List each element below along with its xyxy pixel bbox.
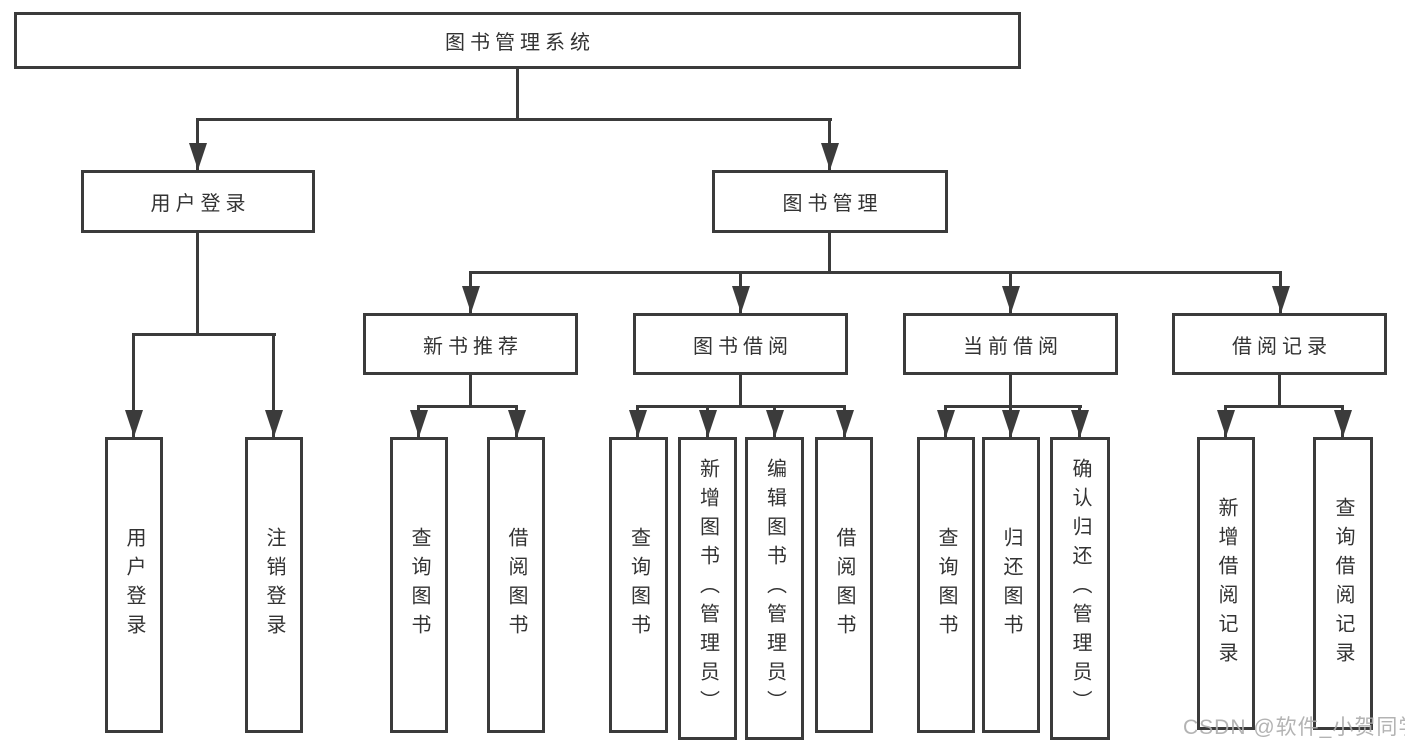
connector-line [196, 233, 199, 336]
watermark: CSDN @软件_小贺同学 [1183, 716, 1405, 739]
arrow-down-icon [1217, 410, 1235, 437]
arrow-down-icon [766, 410, 784, 437]
node-book-borrow: 图书借阅 [633, 313, 848, 375]
arrow-down-icon [836, 410, 854, 437]
leaf-borrow-books-1: 借阅图书 [487, 437, 545, 733]
node-book-management: 图书管理 [712, 170, 948, 233]
leaf-borrow-books-2: 借阅图书 [815, 437, 873, 733]
connector-line [132, 335, 135, 437]
arrow-down-icon [410, 410, 428, 437]
leaf-user-login: 用户登录 [105, 437, 163, 733]
leaf-return-books: 归还图书 [982, 437, 1040, 733]
leaf-query-books-3: 查询图书 [917, 437, 975, 733]
arrow-down-icon [508, 410, 526, 437]
leaf-query-books-1: 查询图书 [390, 437, 448, 733]
arrow-down-icon [629, 410, 647, 437]
connector-line [196, 118, 832, 121]
arrow-down-icon [1071, 410, 1089, 437]
leaf-confirm-return-admin: 确认归还（管理员） [1050, 437, 1110, 740]
leaf-query-borrow-record: 查询借阅记录 [1313, 437, 1373, 730]
connector-line [469, 375, 472, 408]
leaf-edit-books-admin: 编辑图书（管理员） [745, 437, 804, 740]
arrow-down-icon [189, 143, 207, 170]
connector-line [516, 69, 519, 120]
connector-line [469, 271, 1282, 274]
connector-line [739, 375, 742, 408]
connector-line [636, 405, 846, 408]
connector-line [1224, 405, 1344, 408]
arrow-down-icon [699, 410, 717, 437]
connector-line [1009, 375, 1012, 408]
arrow-down-icon [1002, 410, 1020, 437]
arrow-down-icon [732, 286, 750, 313]
connector-line [1278, 375, 1281, 408]
arrow-down-icon [1002, 286, 1020, 313]
arrow-down-icon [821, 143, 839, 170]
arrow-down-icon [937, 410, 955, 437]
arrow-down-icon [1272, 286, 1290, 313]
node-root-system: 图书管理系统 [14, 12, 1021, 69]
arrow-down-icon [1334, 410, 1352, 437]
node-current-borrow: 当前借阅 [903, 313, 1118, 375]
node-borrow-records: 借阅记录 [1172, 313, 1387, 375]
leaf-add-books-admin: 新增图书（管理员） [678, 437, 737, 740]
leaf-logout: 注销登录 [245, 437, 303, 733]
arrow-down-icon [462, 286, 480, 313]
node-new-book-recommend: 新书推荐 [363, 313, 578, 375]
arrow-down-icon [265, 410, 283, 437]
node-user-login: 用户登录 [81, 170, 315, 233]
connector-line [828, 233, 831, 274]
arrow-down-icon [125, 410, 143, 437]
leaf-add-borrow-record: 新增借阅记录 [1197, 437, 1255, 730]
connector-line [944, 405, 1082, 408]
leaf-query-books-2: 查询图书 [609, 437, 668, 733]
connector-line [272, 335, 275, 437]
connector-line [417, 405, 518, 408]
connector-line [132, 333, 276, 336]
